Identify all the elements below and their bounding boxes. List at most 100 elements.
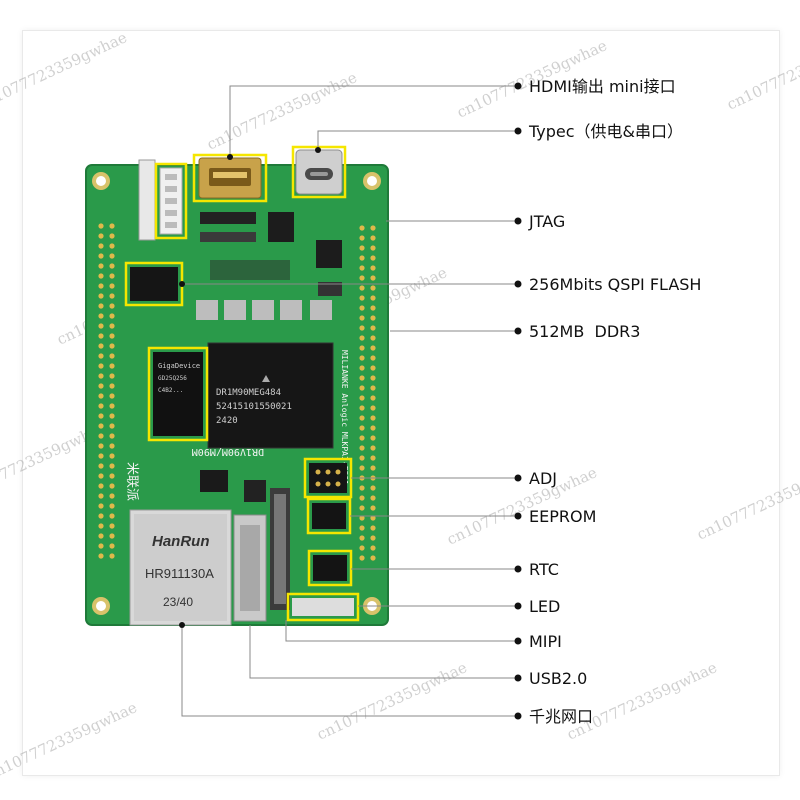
header-pin	[109, 413, 115, 419]
leader-lines	[181, 85, 518, 717]
header-pin	[359, 365, 365, 371]
header-pin	[370, 265, 376, 271]
header-pin	[98, 513, 104, 519]
watermark: cn1077723359gwhae	[0, 698, 140, 783]
header-pin	[98, 453, 104, 459]
header-pin	[359, 525, 365, 531]
svg-text:DR1M90MEG484: DR1M90MEG484	[216, 388, 281, 398]
label-eth: 千兆网口	[529, 707, 593, 726]
header-pin	[359, 325, 365, 331]
eth-leader	[181, 625, 518, 717]
header-pin	[370, 365, 376, 371]
header-pin	[98, 423, 104, 429]
header-pin	[370, 525, 376, 531]
header-pin	[109, 253, 115, 259]
callout-dots	[514, 82, 522, 720]
callout-labels: HDMI输出 mini接口 Typec（供电&串口） JTAG 256Mbits…	[528, 77, 701, 726]
jtag-highlight	[154, 162, 188, 240]
passive-components	[196, 300, 332, 320]
header-pin	[109, 353, 115, 359]
header-pin	[109, 263, 115, 269]
led-row	[292, 598, 354, 616]
header-pin	[370, 505, 376, 511]
callout-anchor-dots	[179, 147, 321, 628]
watermark: cn1077723359gwhae	[444, 463, 600, 548]
adj-header	[309, 463, 347, 493]
header-pin	[359, 535, 365, 541]
header-pin	[109, 433, 115, 439]
header-pin	[370, 455, 376, 461]
header-pin	[109, 423, 115, 429]
header-pin	[109, 243, 115, 249]
header-pin	[98, 253, 104, 259]
header-pin	[370, 485, 376, 491]
highlight-boxes	[124, 145, 360, 622]
header-pin	[109, 273, 115, 279]
header-pin	[98, 353, 104, 359]
header-pin	[359, 375, 365, 381]
usb-connector	[233, 514, 267, 622]
header-pin	[359, 275, 365, 281]
header-pin	[98, 473, 104, 479]
typec-highlight	[291, 145, 347, 199]
header-pin	[109, 283, 115, 289]
header-pin	[359, 445, 365, 451]
header-pin	[370, 555, 376, 561]
header-pin	[98, 363, 104, 369]
header-pin	[359, 235, 365, 241]
header-pin	[359, 485, 365, 491]
header-pin	[98, 323, 104, 329]
header-pin	[109, 363, 115, 369]
header-pin	[359, 265, 365, 271]
rtc-chip	[313, 555, 347, 581]
header-pin	[370, 415, 376, 421]
watermark: cn1077723359gwhae	[0, 28, 130, 113]
header-pin	[98, 443, 104, 449]
label-hdmi: HDMI输出 mini接口	[529, 77, 676, 96]
header-pin	[359, 255, 365, 261]
watermark: cn1077723359gwhae	[564, 658, 720, 743]
hdmi-leader	[229, 85, 518, 157]
svg-text:GigaDevice: GigaDevice	[158, 362, 200, 370]
svg-text:DR1V90M/M90M: DR1V90M/M90M	[192, 446, 264, 457]
header-pin	[109, 303, 115, 309]
header-pin	[98, 553, 104, 559]
mipi-connector	[270, 488, 290, 610]
header-pin	[359, 455, 365, 461]
typec-connector	[295, 149, 343, 195]
header-pin	[98, 303, 104, 309]
header-pin	[98, 293, 104, 299]
header-pin	[370, 335, 376, 341]
header-pin	[109, 313, 115, 319]
header-pin	[359, 555, 365, 561]
svg-text:52415101550021: 52415101550021	[216, 402, 292, 412]
header-pin	[359, 405, 365, 411]
header-pin	[109, 513, 115, 519]
right-pin-header	[359, 225, 376, 561]
header-pin	[109, 393, 115, 399]
watermark: cn1077723359gwhae	[314, 658, 470, 743]
svg-text:HanRun: HanRun	[152, 533, 210, 550]
header-pin	[98, 243, 104, 249]
led-highlight	[286, 592, 360, 622]
header-pin	[98, 433, 104, 439]
header-pin	[98, 373, 104, 379]
header-pin	[98, 263, 104, 269]
header-pin	[109, 453, 115, 459]
header-pin	[359, 285, 365, 291]
header-pin	[370, 425, 376, 431]
header-pin	[98, 233, 104, 239]
label-typec: Typec（供电&串口）	[528, 122, 683, 141]
mipi-leader	[285, 620, 518, 642]
header-pin	[109, 463, 115, 469]
label-ddr3: 512MB DDR3	[529, 322, 640, 341]
header-pin	[109, 493, 115, 499]
pcb-board: GigaDevice GD25Q256 C4B2... DR1M90MEG484…	[85, 145, 389, 626]
header-pin	[98, 393, 104, 399]
header-pin	[370, 285, 376, 291]
left-pin-header	[98, 223, 115, 559]
header-pin	[109, 523, 115, 529]
header-pin	[370, 375, 376, 381]
svg-text:米联派: 米联派	[124, 462, 139, 501]
header-pin	[359, 425, 365, 431]
